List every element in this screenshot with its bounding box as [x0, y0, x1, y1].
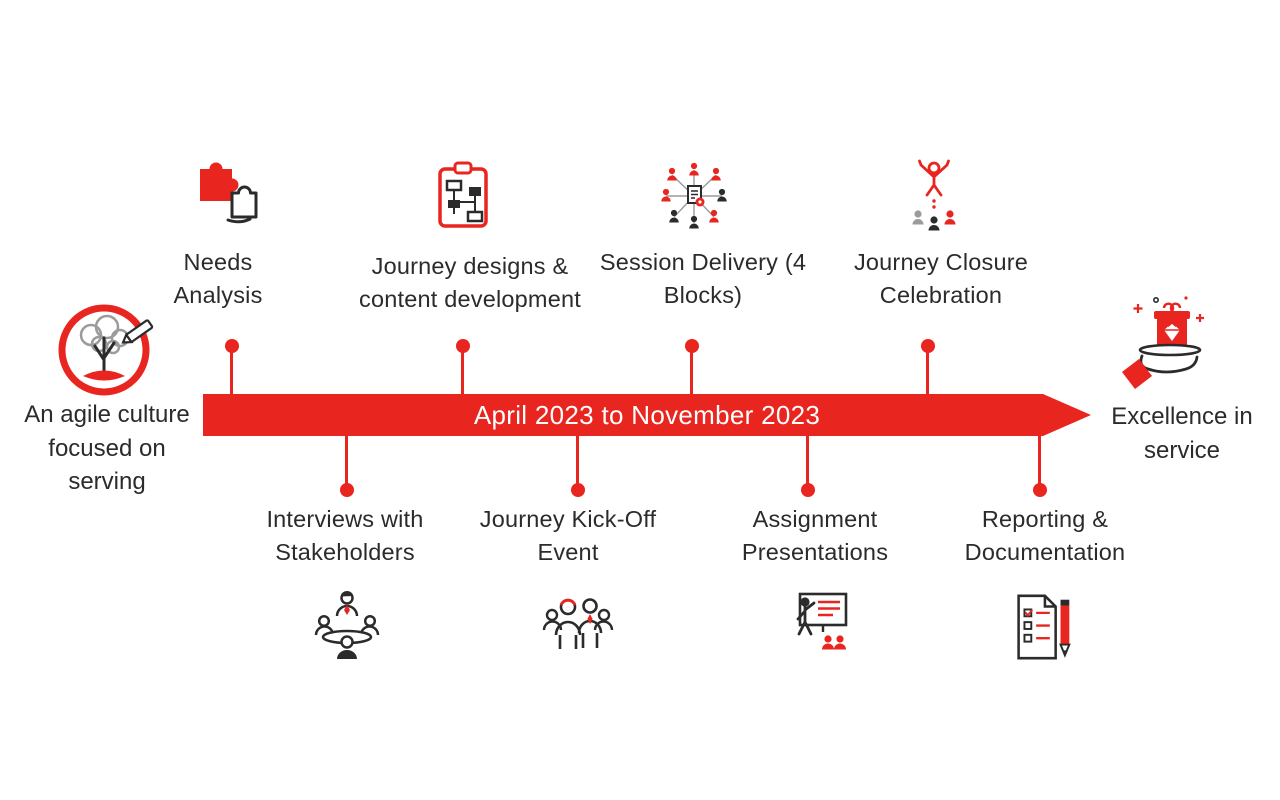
connector-dot [685, 339, 699, 353]
document-pencil-icon [1003, 588, 1081, 666]
connector-line [345, 436, 348, 490]
connector-dot [225, 339, 239, 353]
milestone-label-assignments: Assignment Presentations [741, 506, 889, 566]
connector-line [926, 346, 929, 396]
celebration-icon [894, 156, 974, 236]
timeline-arrow [203, 394, 1091, 436]
puzzle-icon [188, 150, 268, 230]
connector-line [230, 346, 233, 396]
milestone-label-interviews: Interviews with Stakeholders [266, 506, 424, 566]
milestone-label-kickoff: Journey Kick-Off Event [479, 506, 657, 566]
milestone-label-reporting: Reporting & Documentation [964, 506, 1126, 566]
clipboard-flowchart-icon [424, 156, 504, 236]
milestone-label-needs-analysis: Needs Analysis [173, 249, 263, 309]
connector-line [461, 346, 464, 396]
connector-line [690, 346, 693, 396]
timeline-banner: April 2023 to November 2023 [203, 394, 1091, 436]
gift-hand-icon [1112, 290, 1218, 396]
agile-culture-tree-icon [54, 296, 158, 400]
milestone-label-session-delivery: Session Delivery (4 Blocks) [599, 249, 807, 309]
connector-dot [571, 483, 585, 497]
milestone-label-journey-closure: Journey Closure Celebration [853, 249, 1029, 309]
connector-dot [340, 483, 354, 497]
connector-dot [456, 339, 470, 353]
connector-dot [921, 339, 935, 353]
network-people-icon [654, 158, 734, 238]
presentation-icon [772, 585, 852, 665]
milestone-label-journey-designs: Journey designs & content development [359, 253, 581, 313]
connector-line [576, 436, 579, 490]
meeting-icon [307, 585, 387, 665]
connector-line [806, 436, 809, 490]
group-people-icon [538, 585, 618, 665]
right-endpoint-label: Excellence in service [1111, 403, 1253, 464]
timeline-date-range: April 2023 to November 2023 [473, 399, 821, 430]
left-endpoint-label: An agile culture focused on serving [24, 401, 190, 496]
connector-line [1038, 436, 1041, 490]
connector-dot [801, 483, 815, 497]
connector-dot [1033, 483, 1047, 497]
